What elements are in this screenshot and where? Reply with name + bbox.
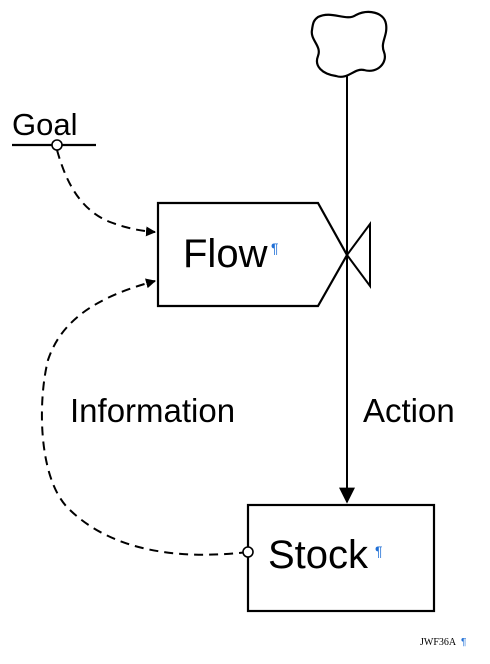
flow-pilcrow: ¶ xyxy=(271,240,279,256)
goal-to-flow-link xyxy=(56,149,156,237)
stock-pilcrow: ¶ xyxy=(375,543,383,559)
valve-icon xyxy=(345,220,371,290)
stock-connector xyxy=(242,546,254,558)
information-link xyxy=(40,278,249,556)
figure-tag: JWF36A xyxy=(420,637,457,648)
action-label: Action xyxy=(363,392,455,429)
flow-box xyxy=(156,201,349,308)
information-label: Information xyxy=(70,392,235,429)
stock-box xyxy=(246,503,436,613)
goal-label: Goal xyxy=(12,107,77,142)
cloud-source-icon xyxy=(310,10,388,78)
goal-connector xyxy=(51,139,63,151)
flow-label: Flow xyxy=(183,232,268,276)
stock-label: Stock xyxy=(268,533,369,577)
figure-tag-pilcrow: ¶ xyxy=(461,637,466,648)
